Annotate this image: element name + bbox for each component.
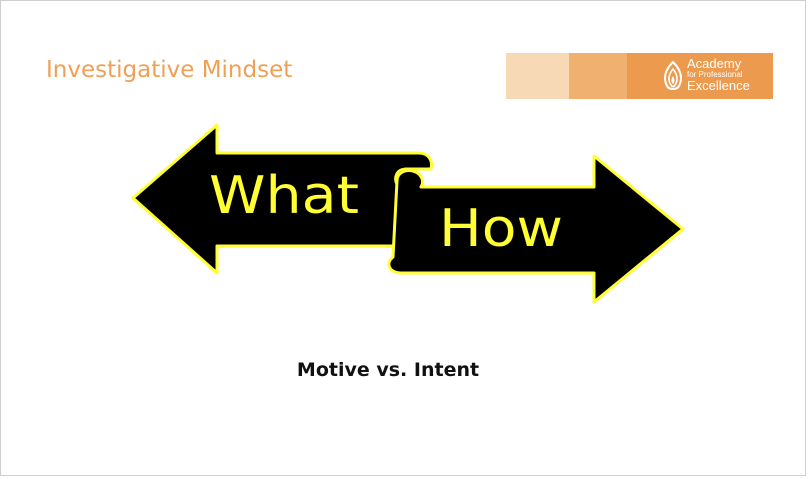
logo-band-light <box>506 53 569 99</box>
right-arrow-shape <box>387 154 685 304</box>
flame-emblem-icon <box>664 60 682 90</box>
left-arrow-word: What <box>209 166 359 226</box>
logo-text-for-professional: for Professional <box>687 70 743 79</box>
logo-text-excellence: Excellence <box>687 78 750 93</box>
slide-subtitle: Motive vs. Intent <box>296 359 480 381</box>
logo-banner: Academy for Professional Excellence <box>506 53 773 99</box>
logo-band-mid <box>569 53 627 99</box>
logo-text-academy: Academy <box>687 56 742 71</box>
logo-band-dark: Academy for Professional Excellence <box>627 53 773 99</box>
logo-text: Academy for Professional Excellence <box>687 57 750 92</box>
right-arrow-word: How <box>439 199 563 259</box>
slide-title: Investigative Mindset <box>46 57 293 83</box>
